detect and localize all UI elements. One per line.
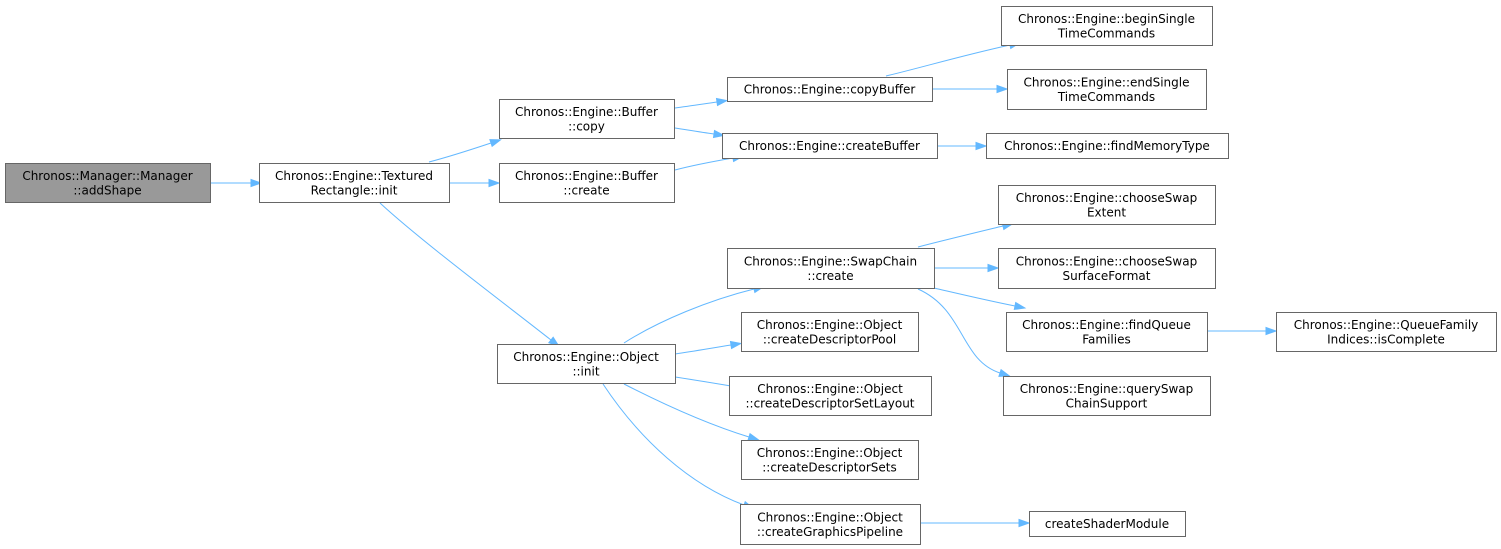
edge-bufferCopy-to-copyBuffer (674, 97, 729, 109)
node-create-shader-module[interactable]: createShaderModule (1029, 511, 1186, 537)
node-label: Chronos::Manager::Manager (22, 169, 192, 183)
node-label: TimeCommands (1057, 26, 1155, 40)
node-label: Chronos::Engine::Object (513, 350, 659, 364)
edge-findQueueFamilies-to-queueFamilyIsComplete (1207, 326, 1278, 336)
node-label: Extent (1087, 205, 1126, 219)
edge-texturedInit-to-bufferCreate (449, 178, 501, 188)
node-find-memory-type[interactable]: Chronos::Engine::findMemoryType (986, 133, 1229, 159)
node-create-descriptor-set-layout[interactable]: Chronos::Engine::Object::createDescripto… (729, 376, 932, 416)
node-label: ::create (807, 269, 853, 283)
node-label: Chronos::Engine::findMemoryType (1004, 139, 1210, 153)
edge-copyBuffer-to-beginSingle (885, 41, 1022, 77)
edge-bufferCopy-to-createBuffer (674, 127, 726, 139)
edge-swapChainCreate-to-chooseSwapSurfaceFormat (934, 263, 1000, 273)
node-label: ::copy (568, 119, 605, 133)
node-label: Chronos::Engine::SwapChain (744, 254, 917, 268)
node-buffer-create[interactable]: Chronos::Engine::Buffer::create (499, 163, 675, 203)
node-label: Chronos::Engine::Object (757, 382, 903, 396)
node-queue-family-is-complete[interactable]: Chronos::Engine::QueueFamilyIndices::isC… (1276, 312, 1497, 352)
node-copy-buffer[interactable]: Chronos::Engine::copyBuffer (727, 77, 933, 102)
node-label: Chronos::Engine::beginSingle (1018, 12, 1195, 26)
node-label: createShaderModule (1045, 517, 1169, 531)
node-label: ::createDescriptorSets (762, 460, 896, 474)
node-label: Chronos::Engine::Buffer (515, 169, 658, 183)
edge-swapChainCreate-to-chooseSwapExtent (917, 222, 1015, 248)
edge-objectInit-to-createDescriptorPool (674, 340, 743, 355)
node-label: Chronos::Engine::Textured (275, 169, 433, 183)
node-label: Chronos::Engine::findQueue (1022, 318, 1191, 332)
node-add-shape[interactable]: Chronos::Manager::Manager::addShape (5, 163, 211, 203)
node-label: ::addShape (73, 183, 141, 197)
node-create-descriptor-sets[interactable]: Chronos::Engine::Object::createDescripto… (741, 440, 919, 480)
node-label: Rectangle::init (311, 183, 398, 197)
edge-createGraphicsPipeline-to-createShaderModule (920, 518, 1031, 528)
node-label: Chronos::Engine::chooseSwap (1016, 191, 1197, 205)
node-label: Chronos::Engine::querySwap (1020, 382, 1194, 396)
node-label: SurfaceFormat (1062, 269, 1150, 283)
edge-texturedInit-to-objectInit (379, 202, 561, 348)
node-swap-chain-create[interactable]: Chronos::Engine::SwapChain::create (727, 248, 935, 289)
node-label: Chronos::Engine::Buffer (515, 105, 658, 119)
node-label: Chronos::Engine::Object (757, 446, 903, 460)
call-nodes: Chronos::Manager::Manager::addShapeChron… (5, 6, 1497, 545)
node-create-descriptor-pool[interactable]: Chronos::Engine::Object::createDescripto… (741, 312, 919, 352)
node-label: Families (1082, 332, 1130, 346)
node-label: Indices::isComplete (1327, 332, 1445, 346)
edge-swapChainCreate-to-findQueueFamilies (933, 287, 1027, 311)
node-label: Chronos::Engine::chooseSwap (1016, 254, 1197, 268)
node-label: TimeCommands (1057, 90, 1155, 104)
edge-createBuffer-to-findMemoryType (938, 141, 988, 151)
edge-texturedInit-to-bufferCopy (428, 139, 502, 163)
edge-addShape-to-texturedInit (211, 178, 263, 188)
node-label: ::init (572, 364, 599, 378)
node-label: Chronos::Engine::Object (757, 510, 903, 524)
node-label: ::createDescriptorPool (763, 332, 896, 346)
node-label: Chronos::Engine::Object (757, 318, 903, 332)
node-label: Chronos::Engine::QueueFamily (1294, 318, 1479, 332)
node-label: ::createDescriptorSetLayout (745, 396, 914, 410)
node-label: ::createGraphicsPipeline (757, 525, 903, 539)
node-buffer-copy[interactable]: Chronos::Engine::Buffer::copy (499, 99, 675, 139)
node-object-init[interactable]: Chronos::Engine::Object::init (497, 344, 676, 384)
node-label: ::create (563, 183, 609, 197)
node-label: Chronos::Engine::createBuffer (739, 139, 920, 153)
node-label: Chronos::Engine::copyBuffer (744, 83, 916, 97)
edge-copyBuffer-to-endSingle (933, 84, 1009, 94)
node-create-graphics-pipeline[interactable]: Chronos::Engine::Object::createGraphicsP… (740, 504, 921, 545)
node-create-buffer[interactable]: Chronos::Engine::createBuffer (722, 133, 938, 159)
node-label: Chronos::Engine::endSingle (1024, 75, 1190, 89)
node-label: ChainSupport (1066, 396, 1148, 410)
